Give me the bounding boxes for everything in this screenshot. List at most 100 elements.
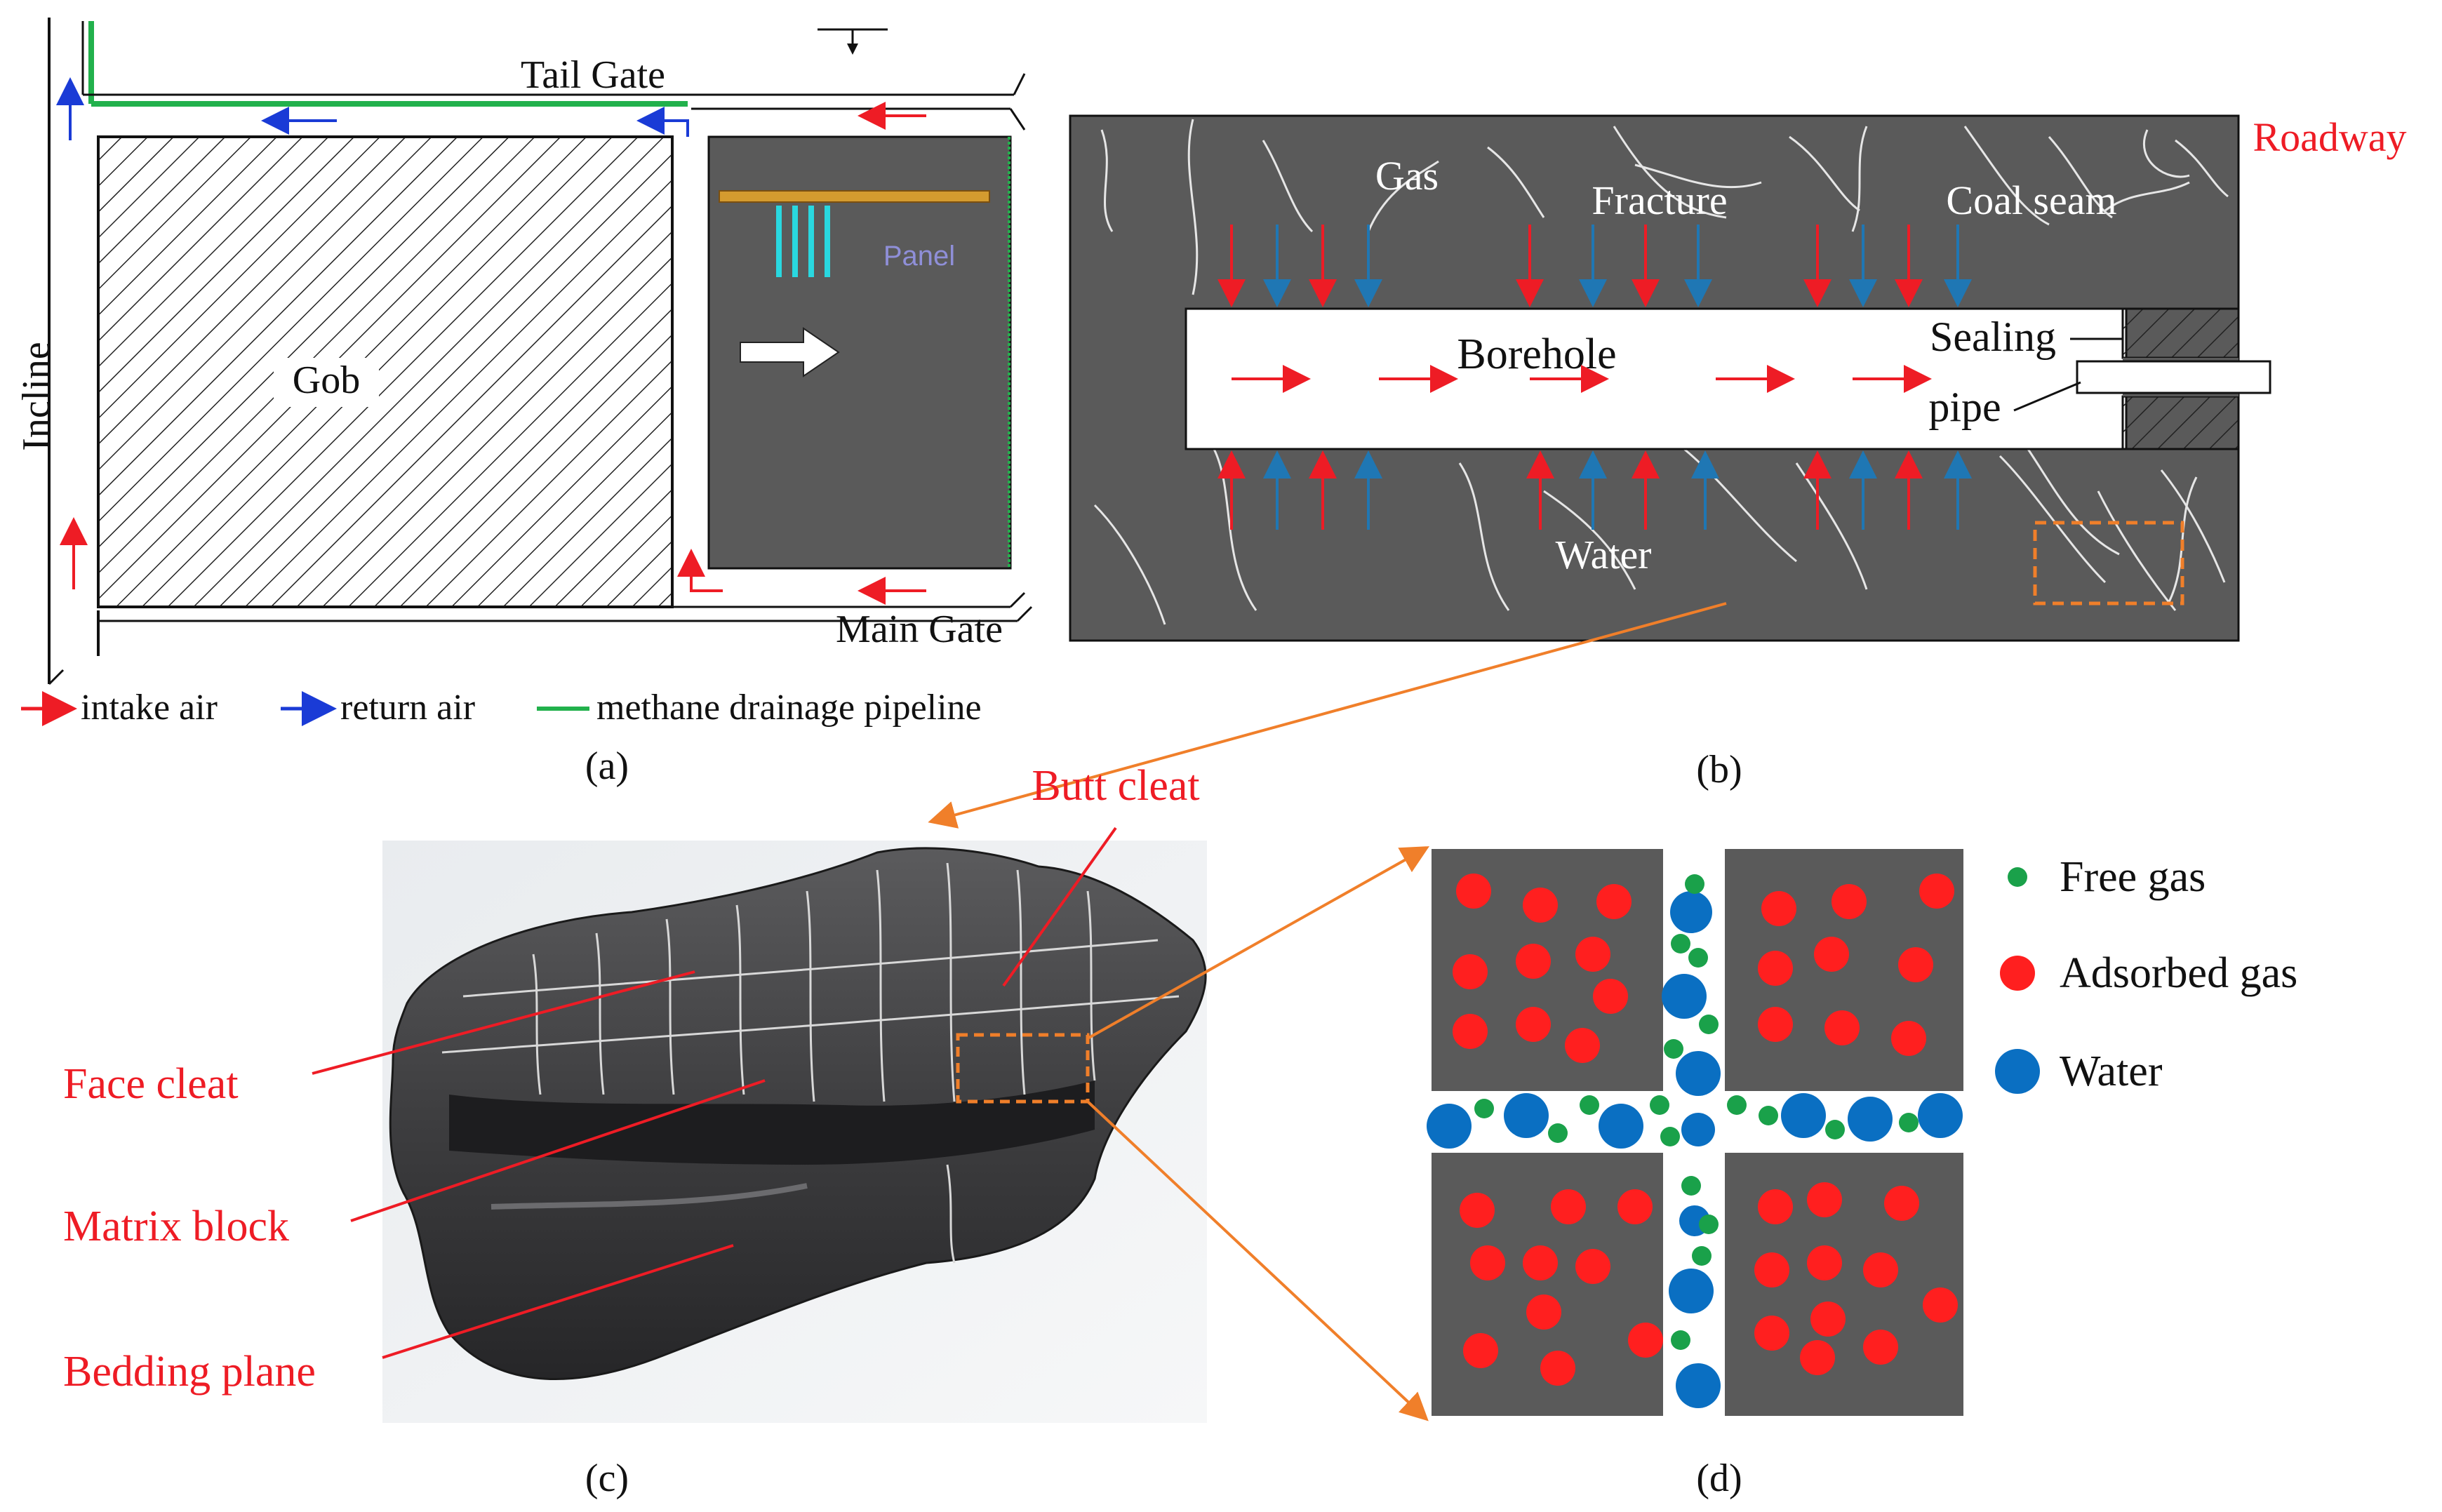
inflow-arrows-top — [1217, 225, 1972, 307]
pipe-leader — [2013, 381, 2081, 412]
drill-boreholes — [776, 206, 830, 277]
adsorbed-gas-dot — [1832, 884, 1867, 919]
drill-rig-bar — [719, 190, 990, 203]
coal-vitrain-band — [449, 1081, 1095, 1165]
gob-label: Gob — [293, 359, 360, 402]
free-gas-dot — [1727, 1095, 1747, 1115]
tail-gate-label: Tail Gate — [521, 53, 665, 97]
panel-c-coal-photo: Butt cleat Face cleat Matrix block Beddi… — [63, 762, 1207, 1500]
legend-adsorbed-gas: Adsorbed gas — [2060, 949, 2297, 997]
incline-break-mark — [48, 669, 65, 685]
adsorbed-gas-dot — [1523, 1245, 1558, 1280]
adsorbed-gas-dot — [1628, 1323, 1663, 1358]
connector-b-to-c — [928, 602, 1727, 829]
pore-channel — [1427, 874, 1963, 1408]
sealing-block-top — [2121, 307, 2240, 359]
adsorbed-gas-dot — [1807, 1245, 1842, 1280]
free-gas-dot — [1699, 1015, 1719, 1034]
adsorbed-gas-dot — [1863, 1330, 1898, 1365]
face-cleat-leader — [312, 970, 695, 1075]
legend-intake-air: intake air — [81, 688, 218, 728]
adsorbed-gas-dot — [1540, 1351, 1575, 1386]
adsorbed-gas-dot — [1453, 1014, 1488, 1049]
main-gate-break-mark — [1009, 591, 1026, 608]
water-dot — [1662, 974, 1707, 1019]
adsorbed-gas-dot — [1596, 884, 1632, 919]
water-dot — [1427, 1104, 1472, 1149]
adsorbed-gas-dot — [1898, 947, 1933, 982]
panel-b-borehole-section: Roadway Gas Fracture Coal seam Borehole … — [1069, 114, 2407, 791]
fracture-label: Fracture — [1592, 178, 1727, 223]
main-gate-break-mark-2 — [1016, 606, 1033, 622]
tail-gate-break-mark-2 — [1009, 108, 1026, 131]
panel-a-mine-layout: Gob Panel Tail Gate Main Gate Incline — [15, 18, 1033, 788]
free-gas-dot — [1681, 1176, 1701, 1196]
free-gas-dot — [1474, 1099, 1494, 1118]
butt-cleat-leader — [1002, 827, 1117, 987]
water-dot — [1676, 1051, 1721, 1096]
panel-label: Panel — [883, 241, 955, 272]
adsorbed-gas-dot — [1807, 1182, 1842, 1217]
incline-label: Incline — [15, 342, 58, 450]
free-gas-dot — [1671, 1330, 1690, 1350]
adsorbed-gas-dot — [1754, 1316, 1789, 1351]
connector-c-to-d-bottom — [1086, 1100, 1429, 1421]
gas-label: Gas — [1375, 153, 1439, 199]
free-gas-dot — [1759, 1106, 1778, 1125]
adsorbed-gas-dot — [1761, 891, 1796, 926]
borehole-label: Borehole — [1457, 330, 1616, 378]
free-gas-dot — [1699, 1215, 1719, 1234]
free-gas-dot — [1685, 874, 1704, 894]
adsorbed-gas-dot — [1526, 1294, 1561, 1330]
zoom-box-b — [2033, 521, 2184, 606]
adsorbed-gas-dot — [1754, 1252, 1789, 1287]
water-dot — [1918, 1093, 1963, 1138]
cleat-lines — [441, 862, 1180, 1264]
tail-gate-break-mark — [1013, 73, 1026, 95]
sealing-block-bottom — [2121, 395, 2240, 450]
adsorbed-gas-dot — [1884, 1186, 1919, 1221]
bedding-plane-label: Bedding plane — [63, 1348, 316, 1396]
free-gas-dot — [1664, 1039, 1683, 1059]
inflow-arrows-bottom — [1217, 450, 1972, 530]
free-gas-dot — [1671, 934, 1690, 954]
legend-methane-pipeline: methane drainage pipeline — [596, 688, 982, 728]
water-dot — [1670, 891, 1712, 933]
gob-label-bg — [274, 358, 379, 407]
adsorbed-gas-dot — [1810, 1302, 1846, 1337]
bedding-plane-line — [491, 1183, 808, 1210]
coal-seam-label: Coal seam — [1946, 178, 2116, 223]
water-dot — [1504, 1093, 1549, 1138]
pipe-label: pipe — [1928, 384, 2001, 430]
borehole — [1185, 307, 2128, 450]
intake-air-arrow-corner — [677, 549, 723, 592]
legend-free-gas: Free gas — [2060, 853, 2206, 901]
panel-d-legend: Free gas Adsorbed gas Water — [1995, 853, 2297, 1095]
adsorbed-gas-dot — [1800, 1340, 1835, 1375]
water-dot — [1676, 1363, 1721, 1408]
adsorbed-gas-dot — [1523, 888, 1558, 923]
main-gate-label: Main Gate — [836, 608, 1003, 651]
butt-cleat-label: Butt cleat — [1032, 762, 1199, 810]
matrix-block-leader — [350, 1079, 766, 1222]
matrix-block-bottom-right — [1725, 1153, 1963, 1416]
free-gas-dot — [1825, 1120, 1845, 1139]
adsorbed-gas-dot — [1551, 1189, 1586, 1224]
free-gas-dot — [1688, 948, 1708, 968]
free-gas-dot — [1548, 1123, 1568, 1143]
water-label: Water — [1555, 532, 1651, 577]
legend-adsorbed-gas-swatch — [2000, 956, 2035, 991]
caption-d: (d) — [1696, 1457, 1742, 1500]
connector-c-to-d-top — [1087, 846, 1429, 1040]
water-dot — [1669, 1269, 1714, 1313]
panel-d-pore-model: Free gas Adsorbed gas Water (d) — [1427, 849, 2297, 1500]
section-mark-arrow — [847, 44, 858, 55]
matrix-block-label: Matrix block — [63, 1203, 289, 1250]
adsorbed-gas-dot — [1460, 1193, 1495, 1228]
free-gas-dot — [1660, 1127, 1680, 1146]
water-dots — [1427, 891, 1963, 1408]
adsorbed-gas-dot — [1516, 1007, 1551, 1042]
adsorbed-gas-dot — [1758, 1007, 1793, 1042]
bedding-plane-leader — [382, 1244, 734, 1359]
